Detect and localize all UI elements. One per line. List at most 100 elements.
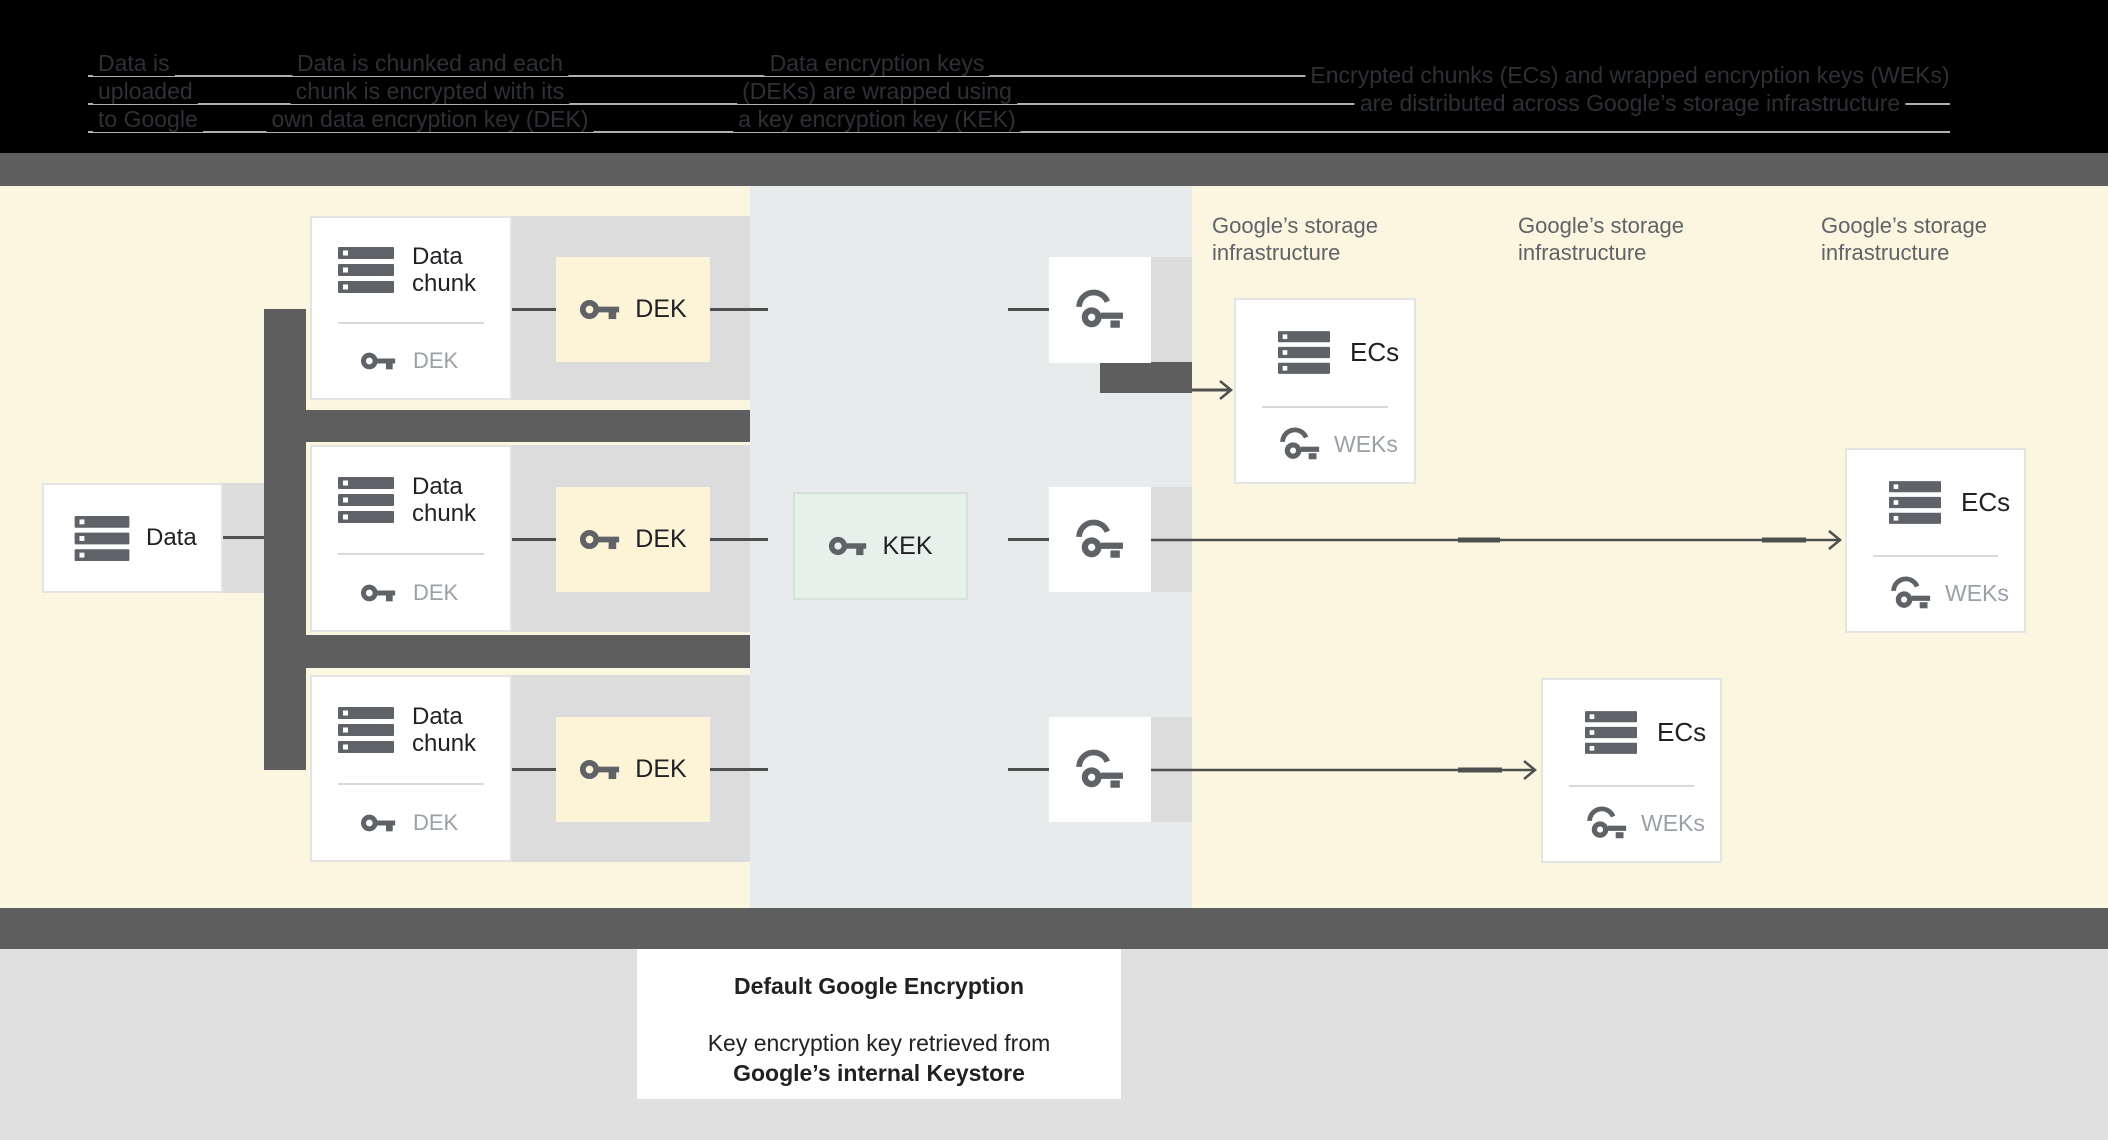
storage-icon — [1889, 481, 1941, 524]
wrap-row1-strip — [1151, 257, 1192, 363]
storage-icon — [338, 247, 394, 294]
dek1-out-connector — [710, 308, 768, 311]
header-step-upload-line2: uploaded — [93, 78, 198, 104]
chunk-dek-label: DEK — [413, 579, 459, 605]
storage-label-line2: infrastructure — [1821, 240, 1950, 265]
wrapped-key-out-bar — [1100, 362, 1192, 393]
wrapped-key-icon — [1076, 749, 1123, 788]
header-rule-2 — [88, 103, 1950, 105]
header-rule-1 — [88, 75, 1950, 77]
data-chunk-box-2: Data chunk DEK — [310, 445, 512, 632]
storage-icon — [338, 707, 394, 754]
kek-label: KEK — [882, 531, 933, 560]
box-divider — [338, 322, 484, 325]
storage-label-line1: Google’s storage — [1518, 213, 1684, 238]
pipe-bar-row2 — [264, 635, 750, 668]
dek-box-2: DEK — [556, 487, 710, 592]
wrapped-key-square-3 — [1049, 717, 1151, 822]
note-line2: Google’s internal Keystore — [733, 1060, 1025, 1086]
weks-label: WEKs — [1334, 431, 1398, 458]
header-rule-3 — [88, 131, 1950, 133]
kek-to-wrap3-connector — [1008, 768, 1049, 771]
storage-label-line1: Google’s storage — [1212, 213, 1378, 238]
box-divider — [1873, 554, 1998, 557]
pipe-bar-row1 — [264, 410, 750, 442]
wrapped-key-square-2 — [1049, 487, 1151, 592]
header-step-wrapping-line2: (DEKs) are wrapped using — [737, 78, 1017, 104]
chunk2-to-dek-connector — [512, 538, 556, 541]
header-step-wrapping-line1: Data encryption keys — [764, 50, 990, 76]
data-chunk-label: Data chunk — [412, 703, 477, 758]
box-divider — [338, 783, 484, 786]
header-step-wrapping: Data encryption keys (DEKs) are wrapped … — [733, 49, 1021, 133]
dek-box-1: DEK — [556, 257, 710, 362]
box-divider — [1569, 784, 1694, 787]
header-step-distribution: Encrypted chunks (ECs) and wrapped encry… — [1305, 61, 1955, 117]
kek-to-wrap2-connector — [1008, 538, 1049, 541]
ecs-label: ECs — [1657, 716, 1707, 747]
chunk3-to-dek-connector — [512, 768, 556, 771]
header-step-upload: Data is uploaded to Google — [93, 49, 203, 133]
data-chunk-label: Data chunk — [412, 473, 477, 528]
data-chunk-label: Data chunk — [412, 243, 477, 298]
data-to-split-connector — [223, 536, 264, 539]
header-step-distribution-line2: are distributed across Google’s storage … — [1354, 90, 1906, 116]
arrow-to-ecs-2 — [1151, 530, 1842, 550]
chunk-dek-label: DEK — [413, 348, 459, 374]
wrapped-key-square-1 — [1049, 257, 1151, 363]
header-step-upload-line3: to Google — [93, 106, 203, 132]
header-divider-bar — [0, 153, 2108, 186]
weks-label: WEKs — [1945, 580, 2009, 607]
key-icon — [361, 352, 396, 370]
key-icon — [361, 584, 396, 601]
ecs-box-1: ECs WEKs — [1234, 298, 1416, 484]
note-title: Default Google Encryption — [733, 973, 1025, 999]
header-step-distribution-line1: Encrypted chunks (ECs) and wrapped encry… — [1305, 62, 1955, 88]
dek-label: DEK — [635, 525, 687, 553]
storage-icon — [74, 515, 130, 561]
wrapped-key-icon — [1587, 806, 1627, 839]
dek2-out-connector — [710, 538, 768, 541]
header-step-upload-line1: Data is — [93, 50, 175, 76]
kek-to-wrap1-connector — [1008, 308, 1049, 311]
data-box: Data — [42, 483, 223, 593]
storage-infrastructure-label-2: Google’s storage infrastructure — [1518, 212, 1684, 266]
storage-infrastructure-label-3: Google’s storage infrastructure — [1821, 212, 1987, 266]
data-box-label: Data — [146, 524, 197, 551]
header-step-chunking-line1: Data is chunked and each — [292, 50, 568, 76]
wrapped-key-icon — [1076, 289, 1123, 328]
key-icon — [580, 759, 620, 780]
box-divider — [1262, 405, 1388, 408]
data-chunk-box-1: Data chunk DEK — [310, 216, 512, 400]
note-line1: Key encryption key retrieved from — [707, 1030, 1051, 1056]
header-step-chunking-line2: chunk is encrypted with its — [290, 78, 570, 104]
box-divider — [338, 553, 484, 556]
wrapped-key-icon — [1280, 427, 1320, 460]
ecs-label: ECs — [1350, 337, 1400, 368]
key-icon — [829, 536, 867, 556]
ecs-label: ECs — [1961, 486, 2011, 517]
dek-box-3: DEK — [556, 717, 710, 822]
dek-label: DEK — [635, 295, 687, 323]
wrapped-key-icon — [1891, 576, 1931, 609]
storage-label-line2: infrastructure — [1212, 240, 1341, 265]
dek-label: DEK — [635, 755, 687, 783]
storage-label-line2: infrastructure — [1518, 240, 1647, 265]
key-icon — [361, 814, 396, 831]
chunk1-to-dek-connector — [512, 308, 556, 311]
arrow-to-ecs-1 — [1192, 380, 1233, 400]
key-icon — [580, 529, 620, 550]
data-chunk-box-3: Data chunk DEK — [310, 675, 512, 862]
key-icon — [580, 299, 620, 320]
footer-divider-bar — [0, 908, 2108, 949]
chunk-dek-label: DEK — [413, 809, 459, 835]
arrow-to-ecs-3 — [1151, 760, 1537, 780]
default-encryption-note: Default Google Encryption Key encryption… — [637, 949, 1121, 1099]
weks-label: WEKs — [1641, 810, 1705, 837]
ecs-box-3: ECs WEKs — [1541, 678, 1722, 863]
wrapped-key-icon — [1076, 519, 1123, 558]
storage-icon — [1585, 711, 1637, 754]
header-steps-band: Data is uploaded to Google Data is chunk… — [0, 0, 2108, 153]
kek-box: KEK — [793, 492, 968, 600]
